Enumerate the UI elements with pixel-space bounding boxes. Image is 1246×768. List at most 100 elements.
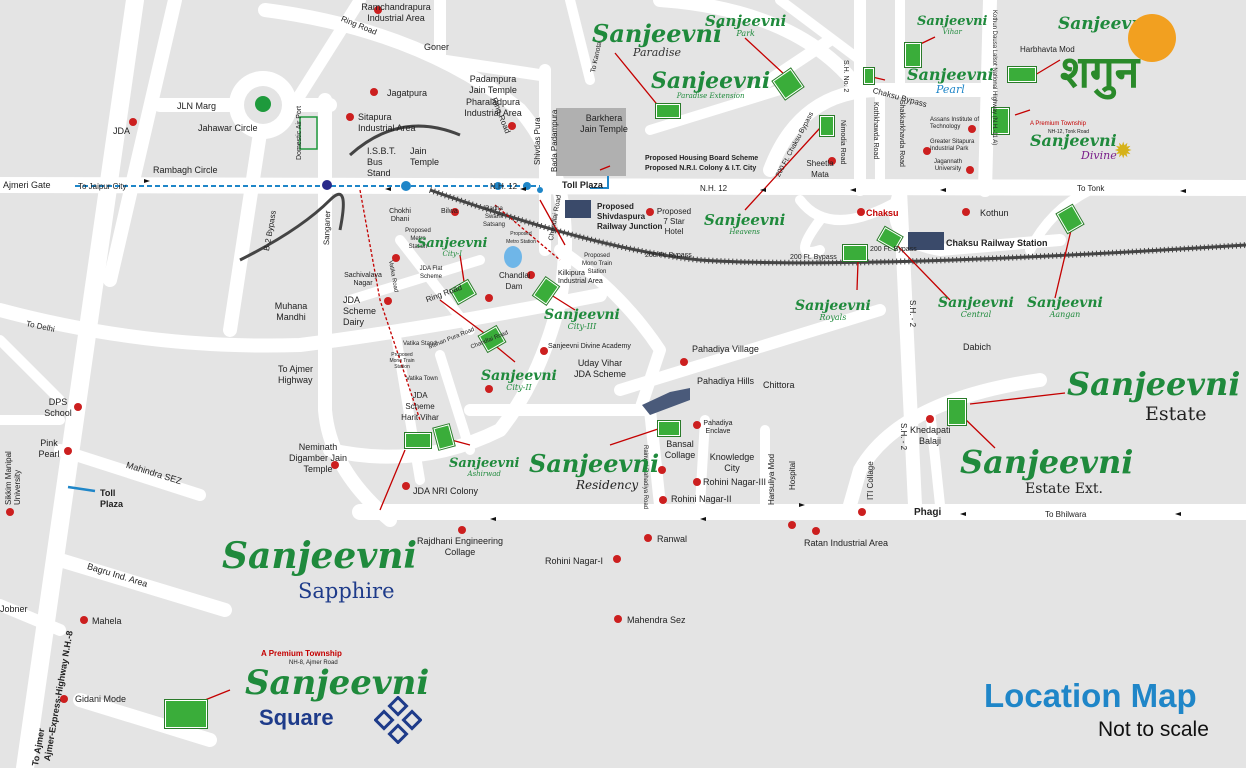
road-label-sh2-c: S.H. - 2 <box>899 423 908 451</box>
project-label-shagun-hindi: शगुन <box>1060 47 1140 98</box>
project-brand: Sanjeevni <box>938 295 1014 311</box>
landmark-label: Mahela <box>92 616 122 626</box>
landmark-label: Jagannath University <box>933 159 963 172</box>
project-plot-royals[interactable] <box>843 245 867 261</box>
project-plot-residency[interactable] <box>658 421 680 436</box>
project-plot-paradise[interactable] <box>656 104 680 118</box>
project-label-aangan[interactable]: Sanjeevni Aangan <box>1027 296 1103 319</box>
landmark-label: JDA NRI Colony <box>413 486 479 496</box>
road-label-nh12-left: To Jaipur City <box>78 182 127 191</box>
project-label-heavens[interactable]: Sanjeevni Heavens <box>704 213 785 236</box>
project-label-city2[interactable]: Sanjeevni City-II <box>481 369 557 392</box>
landmark-label: Chittora <box>763 380 795 390</box>
project-label-estate-ext[interactable]: Sanjeevni <box>960 446 1133 478</box>
landmark-label: Jain Temple <box>410 146 440 167</box>
project-label-royals[interactable]: Sanjeevni Royals <box>795 299 871 322</box>
landmark-dot <box>346 113 354 121</box>
project-label-vihar[interactable]: Sanjeevni Vihar <box>917 15 987 36</box>
project-sub: City-I <box>442 250 462 258</box>
project-sub: Royals <box>819 313 847 322</box>
project-sub: Central <box>960 310 992 319</box>
project-sub-sapphire: Sapphire <box>298 579 395 603</box>
project-brand: Sanjeevni <box>544 307 620 323</box>
landmark-label: Assans Institute of Technology <box>930 117 980 130</box>
project-label-park[interactable]: Sanjeevni Park <box>705 14 786 38</box>
toll-plaza-label-left: Toll Plaza <box>100 488 124 509</box>
project-label-city1[interactable]: Sanjeevni City-I <box>417 237 487 258</box>
project-label-residency[interactable]: Sanjeevni <box>529 452 659 476</box>
project-label-central[interactable]: Sanjeevni Central <box>938 296 1014 319</box>
project-sub: Paradise Extension <box>676 92 745 100</box>
project-brand: Sanjeevni <box>1027 295 1103 311</box>
project-plot-vihar[interactable] <box>905 43 921 67</box>
landmark-label: Rohini Nagar-III <box>703 477 767 487</box>
project-label-divine[interactable]: Sanjeevni Divine <box>1030 133 1117 162</box>
project-label-city3[interactable]: Sanjeevni City-III <box>544 308 620 331</box>
road-label-bypass-a: 200 Ft. Bypass <box>645 252 692 259</box>
landmark-label: Bilwa <box>441 208 458 215</box>
landmark-label: Kilkipura Industrial Area <box>558 270 603 285</box>
project-label-paradise[interactable]: Sanjeevni Paradise <box>592 19 723 59</box>
project-label-ashirwad[interactable]: Sanjeevni Ashirwad <box>449 457 519 478</box>
landmark-label: Sachivalaya Nagar <box>344 272 382 287</box>
project-brand: Sanjeevni <box>449 456 520 471</box>
landmark-label: Sitapura Industrial Area <box>358 112 416 133</box>
project-sub: City-II <box>506 383 532 392</box>
project-sub: Park <box>736 29 755 38</box>
project-label-pearl[interactable]: Sanjeevni Pearl <box>907 67 994 96</box>
road-label-shakkarkhavda: Shakkarkhavda Road <box>898 100 905 167</box>
project-label-sapphire[interactable]: Sanjeevni <box>222 538 417 574</box>
divine-tagline: A Premium Township <box>1030 121 1086 127</box>
landmark-label: Sanjeevni Divine Academy <box>548 343 631 350</box>
landmark-dot <box>644 534 652 542</box>
landmark-label: Bansal Collage <box>664 439 696 460</box>
landmark-label: Pahadiya Village <box>692 344 759 354</box>
map-title: Location Map <box>984 677 1197 714</box>
project-plot-pearl[interactable] <box>864 68 874 84</box>
project-plot-square[interactable] <box>165 700 207 728</box>
project-brand: Sanjeevni <box>795 298 871 314</box>
project-label-square[interactable]: Sanjeevni <box>245 666 429 700</box>
landmark-dot <box>646 208 654 216</box>
landmark-label: Uday Vihar JDA Scheme <box>573 358 627 379</box>
landmark-label: Sheetla Mata <box>806 159 834 179</box>
landmark-dot <box>540 347 548 355</box>
project-plot-estate[interactable] <box>948 399 966 425</box>
landmark-label: Proposed Shivdaspura Railway Junction <box>597 202 663 231</box>
project-sub: Ashirwad <box>467 470 501 478</box>
project-sub: Divine <box>1081 149 1117 162</box>
project-label-paradise-ext[interactable]: Sanjeevni Paradise Extension <box>651 70 770 100</box>
project-sub-residency: Residency <box>576 478 639 492</box>
toll-plaza-label-top: Toll Plaza <box>562 180 603 190</box>
project-plot-heavens[interactable] <box>820 116 834 136</box>
project-plot-divine[interactable] <box>992 108 1009 134</box>
project-brand: Sanjeevni <box>705 12 787 30</box>
road-label-nh12-right: N.H. 12 <box>700 184 728 193</box>
project-plot-sapphire[interactable] <box>405 433 431 448</box>
road-label-shivdas-pura: Shivdas Pura <box>533 117 542 165</box>
road-label-nimodia: Nimodia Road <box>839 120 846 165</box>
landmark-label: Neminath Digamber Jain Temple <box>288 442 348 474</box>
landmark-label: Jobner <box>0 604 28 614</box>
landmark-dot <box>485 294 493 302</box>
landmark-dot <box>614 615 622 623</box>
landmark-dot <box>693 421 701 429</box>
landmark-dot <box>858 508 866 516</box>
landmark-dot <box>926 415 934 423</box>
project-label-shagun[interactable]: Sanjeevni <box>1058 16 1150 33</box>
project-brand: Sanjeevni <box>592 19 723 48</box>
landmark-dot <box>659 496 667 504</box>
landmark-dot <box>968 125 976 133</box>
road-label-to-ajmer-highway: To Ajmer Highway <box>278 364 314 385</box>
landmark-label: Barkhera Jain Temple <box>580 113 628 134</box>
project-sub-estate-ext: Estate Ext. <box>1025 481 1103 497</box>
landmark-dot <box>64 447 72 455</box>
divine-star-icon: ✹ <box>1114 138 1133 163</box>
landmark-label: I.S.B.T. Bus Stand <box>367 146 397 178</box>
road-label-kothkhawda: Kothkhawda Road <box>872 102 879 160</box>
landmark-dot <box>6 508 14 516</box>
project-label-estate[interactable]: Sanjeevni <box>1067 368 1240 400</box>
landmark-dot <box>392 254 400 262</box>
project-plot-shagun[interactable] <box>1008 67 1036 82</box>
